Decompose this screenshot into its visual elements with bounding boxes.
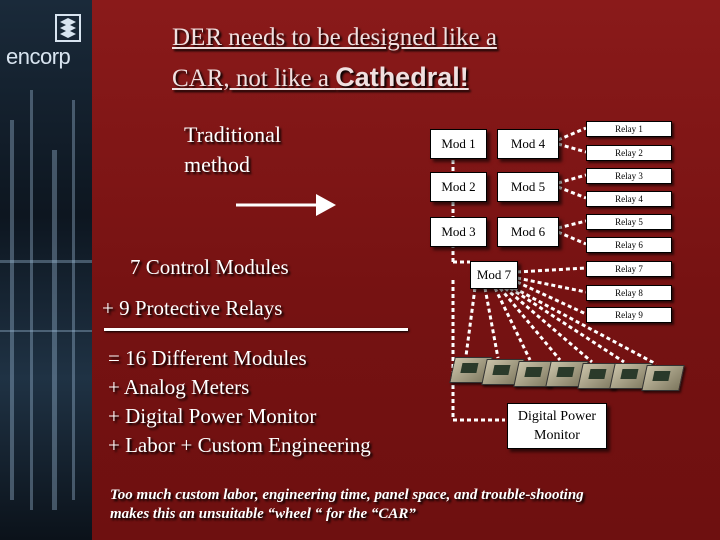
module-box: Mod 5 [497, 172, 559, 202]
module-box: Mod 1 [430, 129, 487, 159]
module-box: Mod 2 [430, 172, 487, 202]
dpm-label-line-2: Monitor [508, 426, 606, 445]
module-box: Mod 4 [497, 129, 559, 159]
relay-box: Relay 4 [586, 191, 672, 207]
footer-line-2: makes this an unsuitable “wheel “ for th… [110, 505, 700, 524]
relay-box: Relay 1 [586, 121, 672, 137]
footer-caption: Too much custom labor, engineering time,… [110, 486, 700, 524]
relay-box: Relay 2 [586, 145, 672, 161]
dpm-label-line-1: Digital Power [508, 407, 606, 426]
relay-box: Relay 5 [586, 214, 672, 230]
relay-box: Relay 9 [586, 307, 672, 323]
module-box: Mod 6 [497, 217, 559, 247]
relay-box: Relay 8 [586, 285, 672, 301]
module-box: Mod 7 [470, 261, 518, 289]
analog-meter-icon [641, 365, 685, 391]
relay-box: Relay 3 [586, 168, 672, 184]
module-box: Mod 3 [430, 217, 487, 247]
relay-box: Relay 7 [586, 261, 672, 277]
digital-power-monitor-box: Digital Power Monitor [507, 403, 607, 449]
footer-line-1: Too much custom labor, engineering time,… [110, 486, 700, 505]
relay-box: Relay 6 [586, 237, 672, 253]
